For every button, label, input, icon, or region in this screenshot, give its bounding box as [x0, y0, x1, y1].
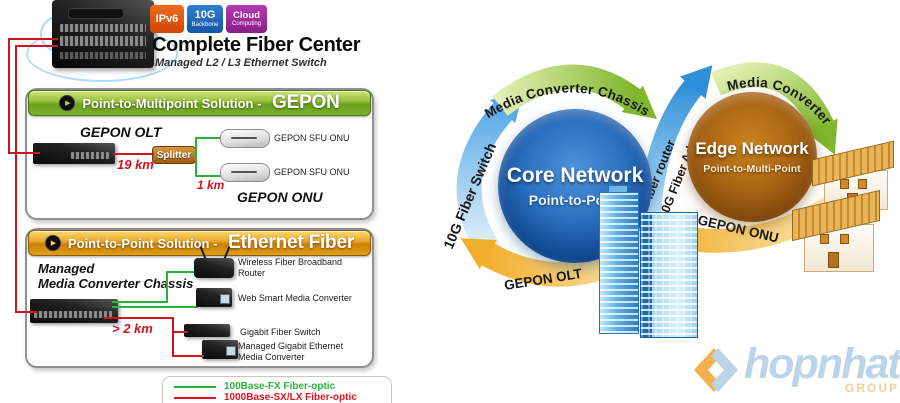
ethernet-header-highlight: Ethernet Fiber: [228, 232, 355, 253]
device-wireless-router: [194, 258, 234, 278]
fiber-line-red: [104, 317, 174, 319]
arrow-media-converter-chassis: [492, 64, 657, 120]
fiber-line-red: [15, 45, 58, 47]
legend-line-red: [174, 397, 216, 399]
arrow-media-converter: [711, 62, 838, 155]
watermark-icon: [694, 348, 738, 392]
distance-19km-label: 19 km: [117, 157, 154, 172]
badge-10g-backbone: 10G Backbone: [187, 5, 223, 33]
onu-slot: [231, 137, 257, 139]
badge-label: 10G: [194, 9, 216, 21]
fiber-line-red: [15, 45, 17, 313]
device-label: Managed Gigabit Ethernet Media Converter: [238, 341, 344, 362]
fiber-line-red: [172, 317, 174, 357]
distance-1km-label: 1 km: [197, 178, 225, 192]
edge-network-title: Edge Network: [695, 139, 809, 158]
rj45-port: [220, 294, 230, 304]
edge-network-subtitle: Point-to-Multi-Point: [703, 163, 801, 175]
badge-ipv6: IPv6: [150, 5, 184, 33]
chassis-ports: [34, 311, 114, 318]
chassis-label-line2: Media Converter Chassis: [38, 276, 194, 291]
fiber-line-red: [15, 311, 37, 313]
olt-ports: [71, 152, 109, 159]
rj45-port: [226, 346, 236, 356]
arrow-fiber-router: [639, 65, 713, 213]
legend-label-red: 1000Base-SX/LX Fiber-optic: [224, 392, 357, 403]
play-icon: ▶: [59, 95, 76, 111]
gepon-olt-label: GEPON OLT: [80, 124, 162, 140]
fiber-line-green: [112, 301, 168, 303]
legend-line-green: [174, 386, 216, 388]
play-triangle-icon: ▶: [50, 239, 57, 247]
ethernet-header-text: Point-to-Point Solution -: [67, 235, 222, 251]
house-door: [828, 252, 839, 268]
fiber-line-red: [113, 153, 154, 155]
badge-label: IPv6: [155, 12, 179, 25]
page-title: Complete Fiber Center: [152, 34, 361, 56]
gepon-header-text: Point-to-Multipoint Solution -: [82, 95, 266, 111]
chassis-label-line1: Managed: [38, 261, 95, 276]
fiber-line-red: [8, 152, 40, 154]
gepon-onu-group-label: GEPON ONU: [237, 189, 323, 205]
media-converter-chassis-device: [30, 299, 118, 323]
switch-ports: [60, 52, 146, 59]
gepon-onu-device: [220, 163, 270, 182]
device-web-smart-converter: [196, 288, 232, 307]
skyscraper-building: [640, 212, 698, 338]
watermark-group: GROUP: [845, 381, 900, 395]
gepon-panel-header: ▶ Point-to-Multipoint Solution - GEPON: [28, 90, 371, 116]
fiber-line-green: [195, 137, 222, 139]
house-window: [858, 179, 867, 189]
device-managed-converter: [202, 340, 238, 359]
gepon-header-highlight: GEPON: [272, 92, 340, 113]
feature-badges: IPv6 10G Backbone Cloud Computing: [150, 5, 267, 33]
house-window: [820, 234, 829, 244]
core-network-title: Core Network: [506, 164, 644, 187]
device-label: Web Smart Media Converter: [238, 293, 352, 303]
arrow-fiber-switch: [456, 88, 525, 262]
watermark-name: hopnhat: [744, 340, 900, 388]
onu-label: GEPON SFU ONU: [274, 133, 350, 143]
switch-ports: [60, 36, 146, 46]
distance-2km-label: > 2 km: [112, 321, 153, 336]
edge-network-circle: Edge Network Point-to-Multi-Point: [687, 92, 817, 222]
fiber-line-green: [112, 306, 198, 308]
badge-sublabel: Computing: [231, 21, 261, 28]
switch-ports: [60, 24, 146, 32]
fiber-line-red: [172, 355, 204, 357]
fiber-line-green: [166, 271, 196, 273]
fiber-line-red: [172, 331, 188, 333]
core-network-subtitle: Point-to-Point: [528, 192, 622, 208]
onu-slot: [231, 171, 257, 173]
gepon-olt-device: [33, 143, 115, 164]
fiber-line-green: [195, 175, 222, 177]
play-triangle-icon: ▶: [65, 99, 71, 107]
ethernet-panel-header: ▶ Point-to-Point Solution - Ethernet Fib…: [28, 230, 371, 256]
splitter-badge: Splitter: [152, 146, 196, 164]
page-subtitle: Managed L2 / L3 Ethernet Switch: [155, 57, 327, 69]
gepon-onu-device: [220, 129, 270, 148]
fiber-line-green: [166, 271, 168, 303]
skyscraper-building: [599, 192, 639, 334]
device-gigabit-switch: [184, 324, 230, 337]
onu-label: GEPON SFU ONU: [274, 167, 350, 177]
fiber-line-red: [8, 38, 10, 154]
legend-label-green: 100Base-FX Fiber-optic: [224, 381, 336, 392]
fiber-line-green: [195, 137, 197, 177]
device-label: Gigabit Fiber Switch: [240, 327, 321, 337]
house-window: [840, 234, 849, 244]
badge-cloud-computing: Cloud Computing: [226, 5, 267, 33]
badge-sublabel: Backbone: [191, 22, 219, 28]
house-window: [840, 179, 849, 189]
badge-label: Cloud: [233, 9, 260, 21]
core-switch-image: [52, 0, 154, 68]
device-label: Wireless Fiber Broadband Router: [238, 257, 343, 278]
play-icon: ▶: [44, 235, 61, 251]
switch-vent: [68, 8, 124, 19]
fiber-line-red: [8, 38, 58, 40]
